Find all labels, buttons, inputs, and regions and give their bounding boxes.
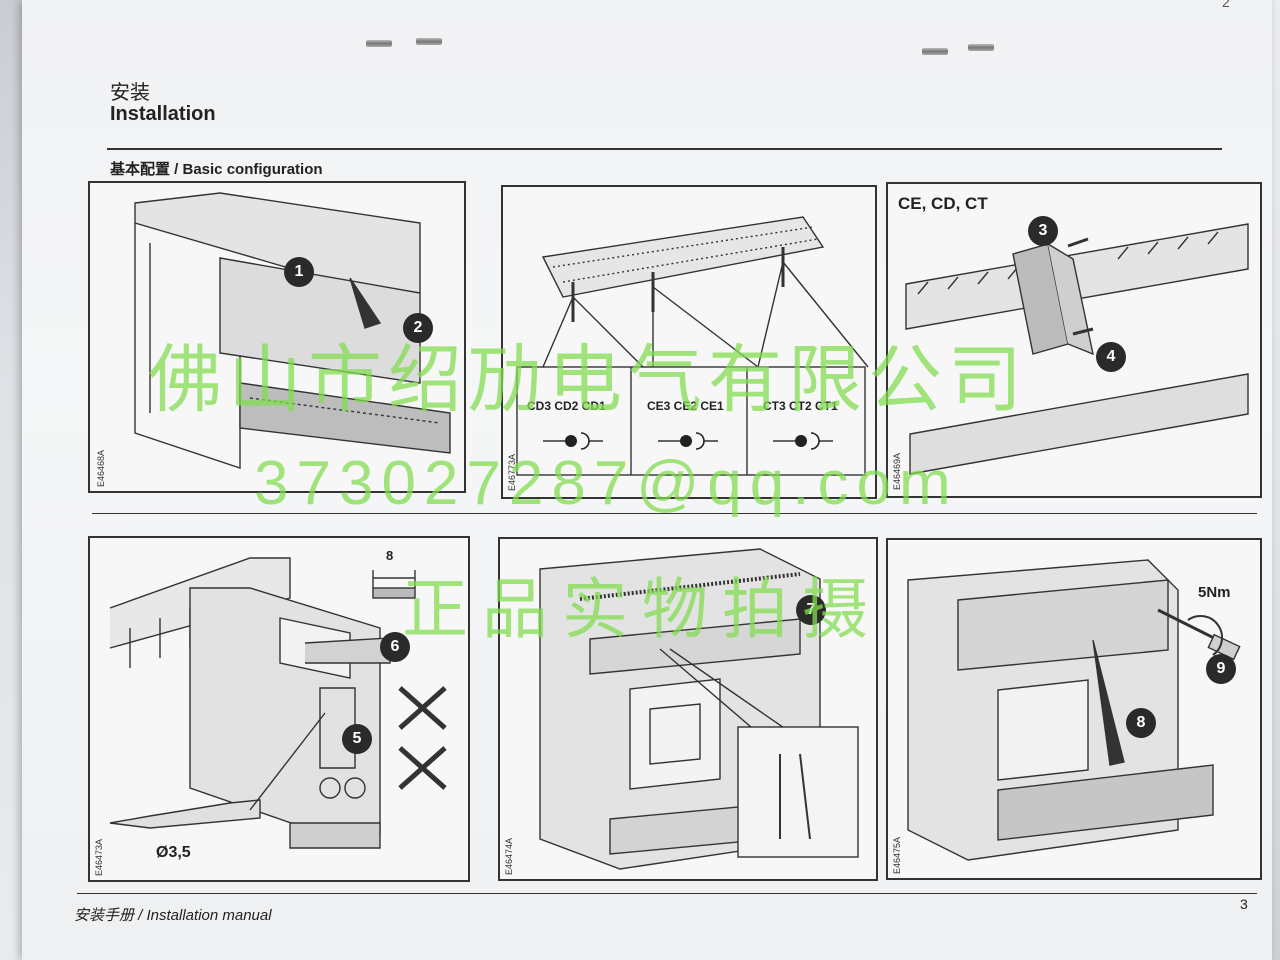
manual-page: 2 安装 Installation 基本配置 / Basic configura… xyxy=(22,0,1272,960)
ct-column-label: CT3 CT2 CT1 xyxy=(763,399,838,413)
row-divider xyxy=(92,513,1257,514)
page-title-cn: 安装 xyxy=(110,82,150,104)
step-1-callout: 1 xyxy=(284,257,314,287)
panel-step-3-4: CE, CD, CT 3 4 E46469A xyxy=(886,182,1262,498)
torque-label: 5Nm xyxy=(1198,584,1231,601)
figure-code: E46474A xyxy=(504,837,514,875)
terminal-block-illustration xyxy=(516,216,869,476)
step-7-callout: 7 xyxy=(796,595,826,625)
cover-fitting-illustration xyxy=(907,559,1241,861)
binding-staple xyxy=(968,44,994,51)
figure-code: E46468A xyxy=(96,449,106,487)
watermark-email: 373027287@qq.com xyxy=(254,449,959,518)
strip-length-dimension: 8 xyxy=(386,548,394,563)
panel-step-8-9: 5Nm 9 8 E46475A xyxy=(886,538,1262,880)
contact-insertion-illustration xyxy=(905,223,1249,475)
footer-rule xyxy=(77,893,1257,894)
figure-code: E46475A xyxy=(892,836,902,874)
binding-staple xyxy=(922,48,948,55)
panel-contact-positions: CD3 CD2 CD1 CE3 CE2 CE1 CT3 CT2 CT1 E467… xyxy=(501,185,877,499)
cd-column-label: CD3 CD2 CD1 xyxy=(527,399,606,413)
wire-connection-illustration xyxy=(109,557,447,849)
panel-step-5-6: 8 6 5 Ø3,5 E46473A xyxy=(88,536,470,882)
contact-types-title: CE, CD, CT xyxy=(898,194,988,213)
panel-step-1-2: 1 2 E46468A xyxy=(88,181,466,493)
step-3-callout: 3 xyxy=(1028,216,1058,246)
step-8-callout: 8 xyxy=(1126,708,1156,738)
panel-step-7: 7 E46474A xyxy=(498,537,878,881)
watermark-authentic-photo: 正品实物拍摄 xyxy=(402,572,882,646)
binding-staple xyxy=(366,40,392,47)
screwdriver-size-label: Ø3,5 xyxy=(156,844,191,861)
step-4-callout: 4 xyxy=(1096,342,1126,372)
page-title-en: Installation xyxy=(110,103,216,125)
section-title: 基本配置 / Basic configuration xyxy=(110,161,323,178)
wiring-harness-illustration xyxy=(539,548,859,870)
footer-text: 安装手册 / Installation manual xyxy=(74,907,272,924)
figure-code: E46473A xyxy=(94,838,104,876)
step-6-callout: 6 xyxy=(380,632,410,662)
watermark-company-name: 佛山市绍劢电气有限公司 xyxy=(148,338,1028,421)
header-rule xyxy=(107,148,1222,150)
step-5-callout: 5 xyxy=(342,724,372,754)
page-number: 3 xyxy=(1240,896,1248,912)
step-9-callout: 9 xyxy=(1206,654,1236,684)
previous-page-number: 2 xyxy=(1222,0,1230,10)
step-2-callout: 2 xyxy=(403,313,433,343)
binding-staple xyxy=(416,38,442,45)
ce-column-label: CE3 CE2 CE1 xyxy=(647,399,724,413)
breaker-illustration xyxy=(134,192,451,469)
